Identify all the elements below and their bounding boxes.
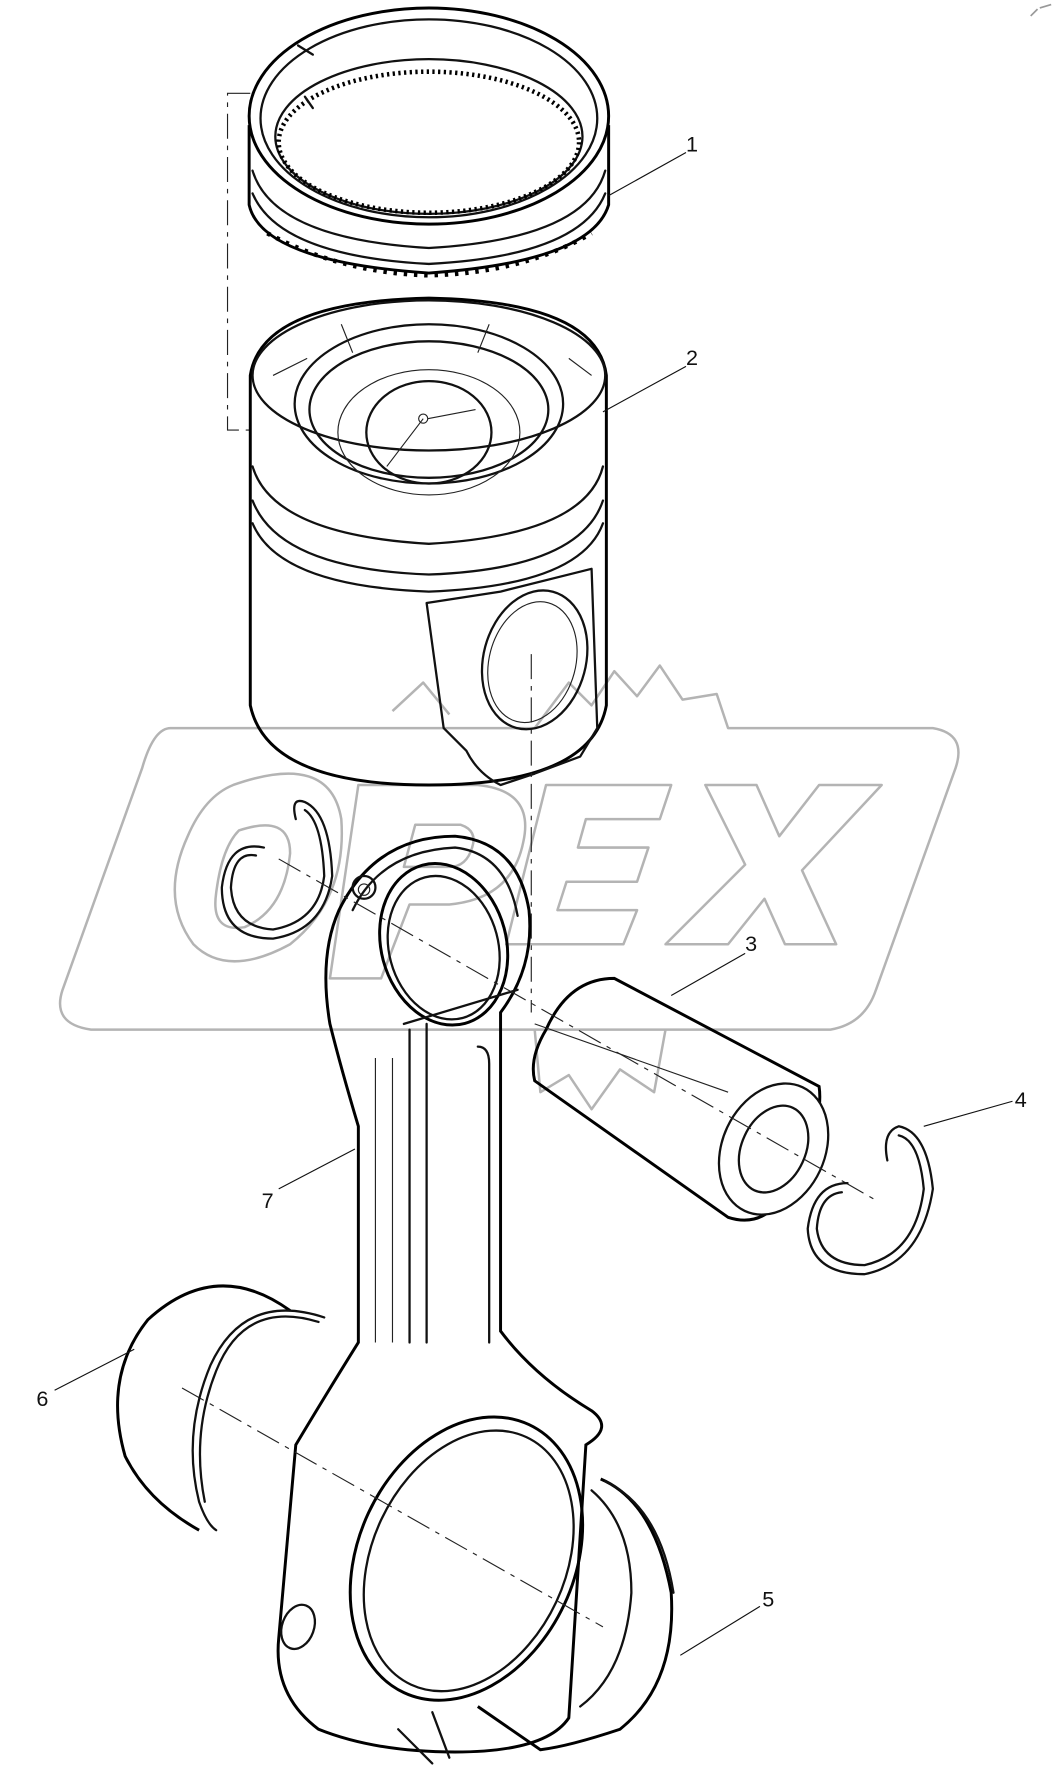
callout-7: 7 [262, 1188, 274, 1213]
crank-axis [181, 1387, 604, 1628]
callout-1: 1 [686, 131, 698, 156]
watermark-logo [58, 664, 960, 1111]
callout-3: 3 [745, 931, 757, 956]
callout-labels: 1 2 3 4 5 6 7 [36, 131, 1026, 1611]
bearing-shell-lower [476, 1477, 675, 1752]
pin-axis [278, 858, 877, 1201]
piston-pin [531, 976, 830, 1222]
callout-6: 6 [36, 1386, 48, 1411]
corner-mark [1030, 3, 1052, 17]
assembly-bracket [226, 92, 251, 431]
retaining-ring-left [220, 799, 334, 940]
piston [248, 296, 608, 787]
callout-2: 2 [686, 345, 698, 370]
callout-leaders [54, 151, 1013, 1656]
piston-rings [247, 6, 611, 278]
retaining-ring-right [806, 1125, 934, 1276]
bearing-shell-upper [116, 1284, 326, 1532]
callout-4: 4 [1015, 1087, 1027, 1112]
connecting-rod [276, 834, 604, 1765]
callout-5: 5 [762, 1586, 774, 1611]
